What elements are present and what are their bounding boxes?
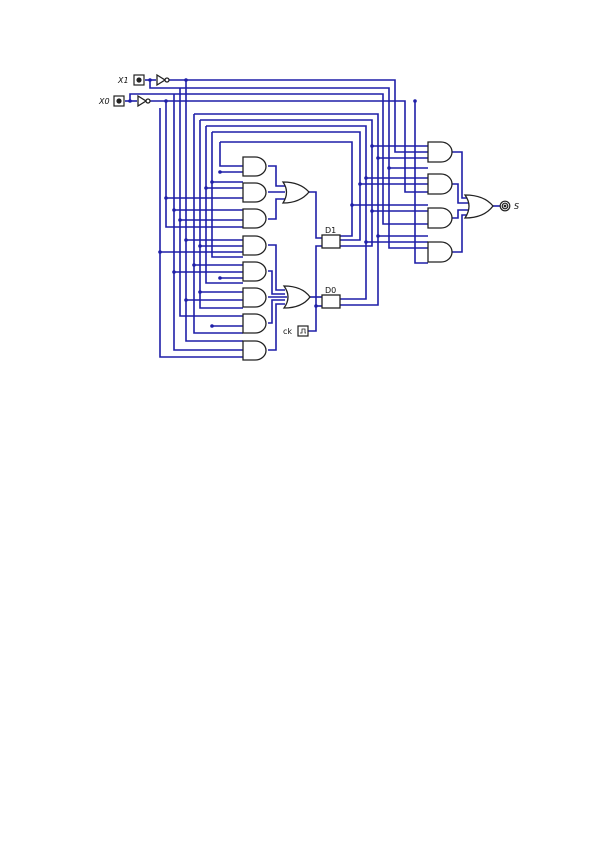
and-gates-right: [427, 141, 453, 263]
output-s[interactable]: S: [499, 200, 519, 212]
and-gate-r3: [427, 207, 453, 229]
and-gate-7: [242, 313, 267, 334]
not-gate-x1: [156, 73, 170, 87]
junctions: [128, 78, 417, 328]
flipflop-d0-label: D0: [325, 286, 336, 295]
flipflop-d1-label: D1: [325, 226, 336, 235]
output-s-label: S: [514, 202, 519, 211]
clock-label: ck: [283, 327, 292, 336]
clock-input[interactable]: ck: [283, 325, 309, 337]
input-x0-label: X0: [98, 97, 110, 106]
flipflop-d1: D1: [321, 226, 341, 249]
input-x0[interactable]: X0: [98, 95, 125, 107]
and-gate-5: [242, 261, 267, 282]
input-x1[interactable]: X1: [117, 74, 145, 86]
not-gate-x0: [137, 94, 151, 108]
and-gates-left: [242, 156, 267, 361]
and-gate-r2: [427, 173, 453, 195]
wires: [125, 79, 500, 358]
and-gate-2: [242, 182, 267, 203]
or-gate-d1: [281, 181, 310, 204]
and-gate-4: [242, 235, 267, 256]
or-gates: [281, 181, 494, 309]
input-x1-label: X1: [117, 76, 129, 85]
and-gate-1: [242, 156, 267, 177]
and-gate-8: [242, 340, 267, 361]
and-gate-3: [242, 208, 267, 229]
and-gate-r1: [427, 141, 453, 163]
and-gate-r4: [427, 241, 453, 263]
or-gate-d0: [282, 285, 311, 309]
flipflop-d0: D0: [321, 286, 341, 309]
and-gate-6: [242, 287, 267, 308]
or-gate-output: [463, 194, 494, 219]
